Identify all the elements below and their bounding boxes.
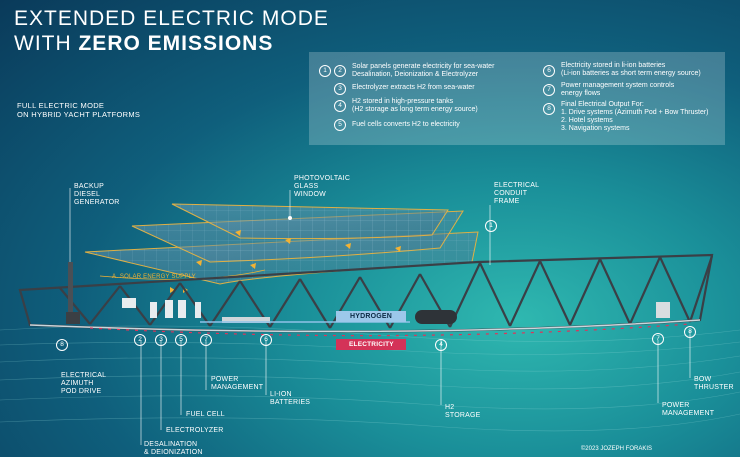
electricity-label-bg xyxy=(336,339,406,350)
callout-num-3: 3 xyxy=(155,334,167,346)
legend-panel: 1 2 Solar panels generate electricity fo… xyxy=(309,52,725,145)
label-electrolyzer: ELECTROLYZER xyxy=(166,427,224,434)
page-title: EXTENDED ELECTRIC MODE WITH ZERO EMISSIO… xyxy=(14,6,329,56)
callout-num-6: 6 xyxy=(260,334,272,346)
legend-text: 2. Hotel systems xyxy=(561,117,613,124)
pv-dot xyxy=(288,216,292,220)
equipment xyxy=(66,262,670,324)
legend-text: 1. Drive systems (Azimuth Pod + Bow Thru… xyxy=(561,109,709,116)
label-desalination: DESALINATION& DEIONIZATION xyxy=(144,441,203,456)
legend-text: H2 stored in high-pressure tanks xyxy=(352,98,454,105)
callout-num-2: 2 xyxy=(134,334,146,346)
title-prefix: WITH xyxy=(14,32,79,55)
subtitle-line-2: ON HYBRID YACHT PLATFORMS xyxy=(17,110,141,119)
legend-text: (Li-ion batteries as short term energy s… xyxy=(561,70,701,77)
legend-text: Solar panels generate electricity for se… xyxy=(352,63,495,70)
copyright: ©2023 JOZEPH FORAKIS xyxy=(580,446,652,452)
legend-num: 3 xyxy=(334,83,346,95)
legend-num: 1 xyxy=(319,65,331,77)
title-line-2: WITH ZERO EMISSIONS xyxy=(14,31,329,56)
legend-text: Fuel cells converts H2 to electricity xyxy=(352,121,460,128)
callout-num-8b: 8 xyxy=(684,326,696,338)
title-bold: ZERO EMISSIONS xyxy=(78,32,274,55)
hydrogen-label-bg xyxy=(336,311,406,322)
legend-num: 8 xyxy=(543,103,555,115)
label-solar-supply: A. SOLAR ENERGY SUPPLY xyxy=(112,274,196,280)
title-line-1: EXTENDED ELECTRIC MODE xyxy=(14,7,329,30)
callout-num-5: 5 xyxy=(175,334,187,346)
callout-num-4: 4 xyxy=(435,339,447,351)
callout-num-7b: 7 xyxy=(652,333,664,345)
hull-line xyxy=(29,319,701,333)
label-fuel-cell: FUEL CELL xyxy=(186,411,225,418)
legend-text: Final Electrical Output For: xyxy=(561,101,644,108)
legend-num: 5 xyxy=(334,119,346,131)
legend-num: 6 xyxy=(543,65,555,77)
legend-text: Electrolyzer extracts H2 from sea-water xyxy=(352,84,475,91)
legend-num: 7 xyxy=(543,84,555,96)
photovoltaic-glass xyxy=(84,203,479,285)
legend-num: 4 xyxy=(334,100,346,112)
callout-num-8: 8 xyxy=(56,339,68,351)
subtitle: FULL ELECTRIC MODE ON HYBRID YACHT PLATF… xyxy=(17,101,140,119)
solar-arrows xyxy=(170,230,401,293)
leader-lines xyxy=(69,188,691,445)
callout-num-1: 1 xyxy=(485,220,497,232)
legend-text: energy flows xyxy=(561,90,601,97)
label-electricity: ELECTRICITY xyxy=(349,341,394,348)
legend-num: 2 xyxy=(334,65,346,77)
legend-text: Desalination, Deionization & Electrolyze… xyxy=(352,71,479,78)
legend-text: Power management system controls xyxy=(561,82,675,89)
callout-num-7: 7 xyxy=(200,334,212,346)
label-hydrogen: HYDROGEN xyxy=(350,313,393,320)
legend-text: 3. Navigation systems xyxy=(561,125,630,132)
legend-text: (H2 storage as long term energy source) xyxy=(352,106,478,113)
legend-text: Electricity stored in li-ion batteries xyxy=(561,62,666,69)
subtitle-line-1: FULL ELECTRIC MODE xyxy=(17,101,105,110)
